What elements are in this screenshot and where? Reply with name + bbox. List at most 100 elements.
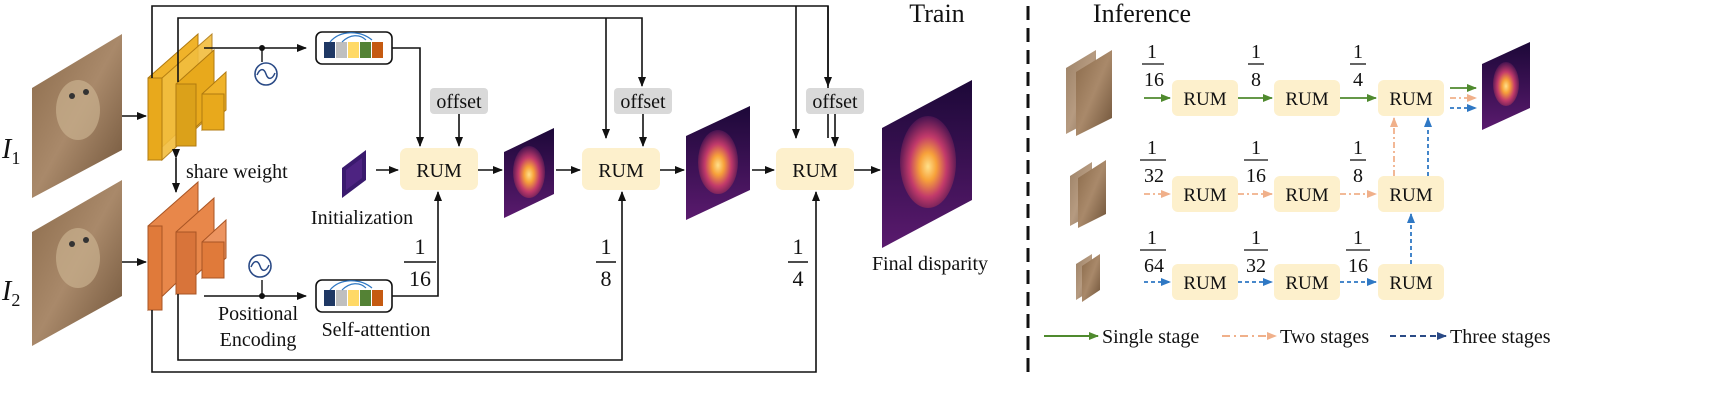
svg-text:1: 1 [1251,227,1261,249]
initialization-label: Initialization [311,207,413,229]
svg-text:RUM: RUM [416,160,462,182]
rum-block-3: RUM [776,148,854,190]
offset-box-3: offset [806,88,864,114]
svg-text:4: 4 [1353,69,1363,91]
share-weight-label: share weight [186,161,288,183]
svg-text:16: 16 [1144,69,1164,91]
svg-text:RUM: RUM [1183,185,1226,206]
inf-fraction-r3-1: 1 64 [1140,227,1166,277]
inf-rum-r1-2: RUM [1274,80,1340,116]
inf-fraction-r1-2: 1 8 [1248,41,1264,91]
rum-block-1: RUM [400,148,478,190]
inf-rum-r1-3: RUM [1378,80,1444,116]
svg-text:RUM: RUM [1285,185,1328,206]
inf-rum-r3-3: RUM [1378,264,1444,300]
svg-text:RUM: RUM [1285,89,1328,110]
inf-fraction-r3-3: 1 16 [1346,227,1370,277]
svg-text:32: 32 [1144,165,1164,187]
svg-text:1: 1 [1251,137,1261,159]
svg-text:32: 32 [1246,255,1266,277]
inf-fraction-r2-3: 1 8 [1350,137,1366,187]
svg-text:1: 1 [1251,41,1261,63]
inf-rum-r1-1: RUM [1172,80,1238,116]
offset-box-1: offset [430,88,488,114]
fraction-1-16: 1 16 [404,234,436,291]
svg-text:16: 16 [1348,255,1368,277]
input-label-1: I1 [1,134,20,168]
svg-text:1: 1 [1353,137,1363,159]
encoder-2 [147,180,227,312]
inf-fraction-r2-2: 1 16 [1244,137,1268,187]
svg-text:Three stages: Three stages [1450,326,1551,348]
final-disparity-label: Final disparity [872,253,988,275]
svg-text:offset: offset [812,91,858,113]
svg-text:1: 1 [601,234,612,259]
svg-text:16: 16 [1246,165,1266,187]
svg-text:Two stages: Two stages [1280,326,1369,348]
svg-text:RUM: RUM [1389,185,1432,206]
positional-encoding-icon-1 [254,62,278,86]
svg-text:64: 64 [1144,255,1164,277]
inference-input-row-2 [1070,160,1106,228]
inf-fraction-r1-1: 1 16 [1142,41,1164,91]
disparity-map-1 [504,128,554,218]
line-bottom-to-rum3 [151,191,820,373]
line-attn2-to-rum1 [392,191,442,297]
svg-text:offset: offset [436,91,482,113]
fraction-1-4: 1 4 [788,234,808,291]
line-attn-to-rum1 [392,47,424,147]
inf-rum-r2-2: RUM [1274,176,1340,212]
svg-text:16: 16 [409,266,431,291]
inf-fraction-r3-2: 1 32 [1244,227,1268,277]
train-title: Train [909,0,964,28]
svg-text:RUM: RUM [1183,89,1226,110]
inference-title: Inference [1093,0,1191,28]
inf-rum-r3-1: RUM [1172,264,1238,300]
inf-rum-r3-2: RUM [1274,264,1340,300]
offset-box-2: offset [614,88,672,114]
positional-encoding-icon-2 [248,254,272,278]
encoder-1 [147,32,227,162]
svg-text:4: 4 [793,266,804,291]
inf-rum-r2-3: RUM [1378,176,1444,212]
svg-text:RUM: RUM [1285,273,1328,294]
svg-text:RUM: RUM [1183,273,1226,294]
positional-encoding-label-1: Positional [218,303,298,325]
inf-rum-r2-1: RUM [1172,176,1238,212]
input-image-2 [32,180,122,346]
positional-encoding-label-2: Encoding [220,329,297,351]
svg-text:Single stage: Single stage [1102,326,1199,348]
inf-fraction-r1-3: 1 4 [1350,41,1366,91]
line-bottom-to-rum2 [177,191,626,361]
legend-single-stage: Single stage [1044,326,1199,348]
self-attention-label: Self-attention [322,319,431,341]
inference-input-row-3 [1076,254,1100,302]
legend-two-stages: Two stages [1222,326,1369,348]
line-top-to-offset2 [177,17,646,87]
svg-text:1: 1 [1147,41,1157,63]
svg-text:8: 8 [1353,165,1363,187]
svg-text:1: 1 [415,234,426,259]
fraction-1-8: 1 8 [596,234,616,291]
svg-text:8: 8 [1251,69,1261,91]
svg-text:RUM: RUM [1389,89,1432,110]
rum-block-2: RUM [582,148,660,190]
inference-input-row-1 [1066,50,1112,136]
input-label-2: I2 [1,276,20,310]
final-disparity-map [882,80,972,248]
initialization-map [342,150,366,198]
svg-text:offset: offset [620,91,666,113]
inf-fraction-r2-1: 1 32 [1140,137,1166,187]
legend-three-stages: Three stages [1390,326,1551,348]
disparity-map-2 [686,106,750,220]
svg-text:RUM: RUM [598,160,644,182]
input-image-1 [32,34,122,198]
svg-text:1: 1 [1353,227,1363,249]
self-attention-block-2 [315,279,393,313]
svg-text:1: 1 [793,234,804,259]
svg-text:RUM: RUM [792,160,838,182]
svg-text:1: 1 [1147,137,1157,159]
svg-text:1: 1 [1353,41,1363,63]
self-attention-block-1 [315,31,393,65]
